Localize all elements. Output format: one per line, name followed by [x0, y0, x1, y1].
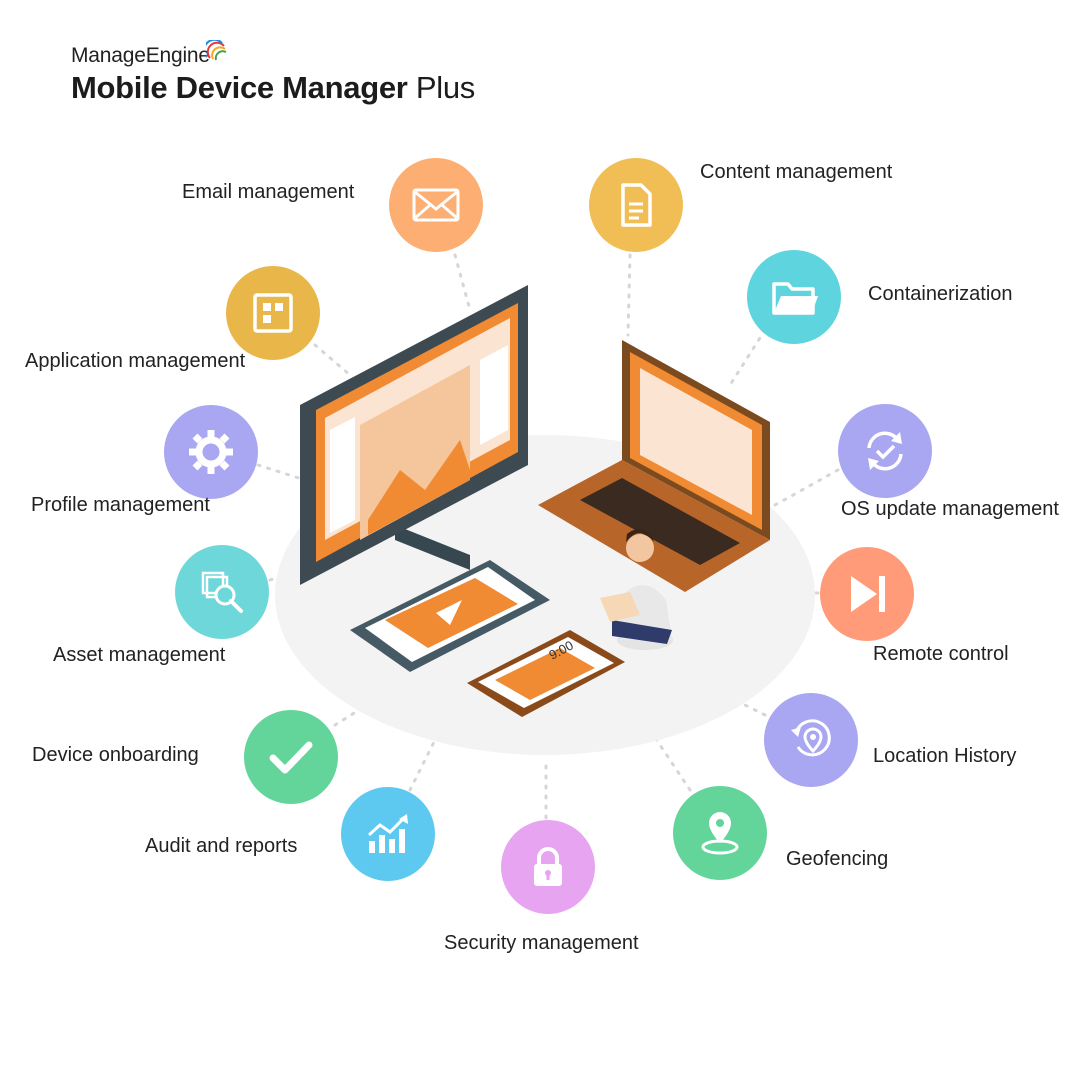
profile-management-label: Profile management	[31, 494, 210, 516]
document-icon	[621, 183, 652, 227]
email-management-label: Email management	[182, 181, 355, 203]
audit-and-reports-circle[interactable]	[341, 787, 435, 881]
app-grid-icon	[253, 293, 293, 333]
geofencing-circle[interactable]	[673, 786, 767, 880]
containerization-label: Containerization	[868, 283, 1013, 305]
device-onboarding-label: Device onboarding	[32, 744, 199, 766]
audit-and-reports-label: Audit and reports	[145, 835, 298, 857]
geofence-pin-icon	[701, 812, 739, 855]
location-history-icon	[791, 719, 831, 757]
gear-icon	[189, 430, 233, 474]
security-management-circle[interactable]	[501, 820, 595, 914]
tablet	[350, 560, 550, 672]
sync-check-icon	[867, 431, 903, 471]
company-logo: ManageEngine	[71, 40, 475, 68]
asset-management-circle[interactable]	[175, 545, 269, 639]
remote-control-label: Remote control	[873, 643, 1009, 665]
company-name: ManageEngine	[71, 44, 210, 67]
person-with-laptop	[600, 529, 673, 650]
location-history-label: Location History	[873, 745, 1017, 767]
profile-management-circle[interactable]	[164, 405, 258, 499]
application-management-circle[interactable]	[226, 266, 320, 360]
smartphone: 9:00	[467, 630, 625, 717]
laptop	[538, 340, 770, 592]
content-management-label: Content management	[700, 161, 893, 183]
padlock-icon	[534, 847, 562, 886]
asset-search-icon	[201, 571, 243, 613]
checkmark-icon	[269, 741, 313, 774]
application-management-label: Application management	[25, 350, 246, 372]
os-update-management-circle[interactable]	[838, 404, 932, 498]
remote-control-circle[interactable]	[820, 547, 914, 641]
product-title-bold: Mobile Device Manager	[71, 70, 408, 105]
envelope-icon	[412, 188, 460, 222]
play-next-icon	[851, 576, 885, 612]
containerization-circle[interactable]	[747, 250, 841, 344]
asset-management-label: Asset management	[53, 644, 226, 666]
desktop-monitor	[300, 285, 528, 585]
security-management-label: Security management	[444, 932, 639, 954]
logo-arc-icon	[205, 40, 227, 61]
product-title-suffix: Plus	[415, 70, 475, 105]
brand-header: ManageEngine Mobile Device Manager Plus	[71, 40, 475, 106]
device-onboarding-circle[interactable]	[244, 710, 338, 804]
os-update-management-label: OS update management	[841, 498, 1059, 520]
chart-growth-icon	[367, 814, 408, 853]
content-management-circle[interactable]	[589, 158, 683, 252]
folder-icon	[772, 282, 818, 315]
product-title: Mobile Device Manager Plus	[71, 70, 475, 106]
location-history-circle[interactable]	[764, 693, 858, 787]
email-management-circle[interactable]	[389, 158, 483, 252]
geofencing-label: Geofencing	[786, 848, 889, 870]
